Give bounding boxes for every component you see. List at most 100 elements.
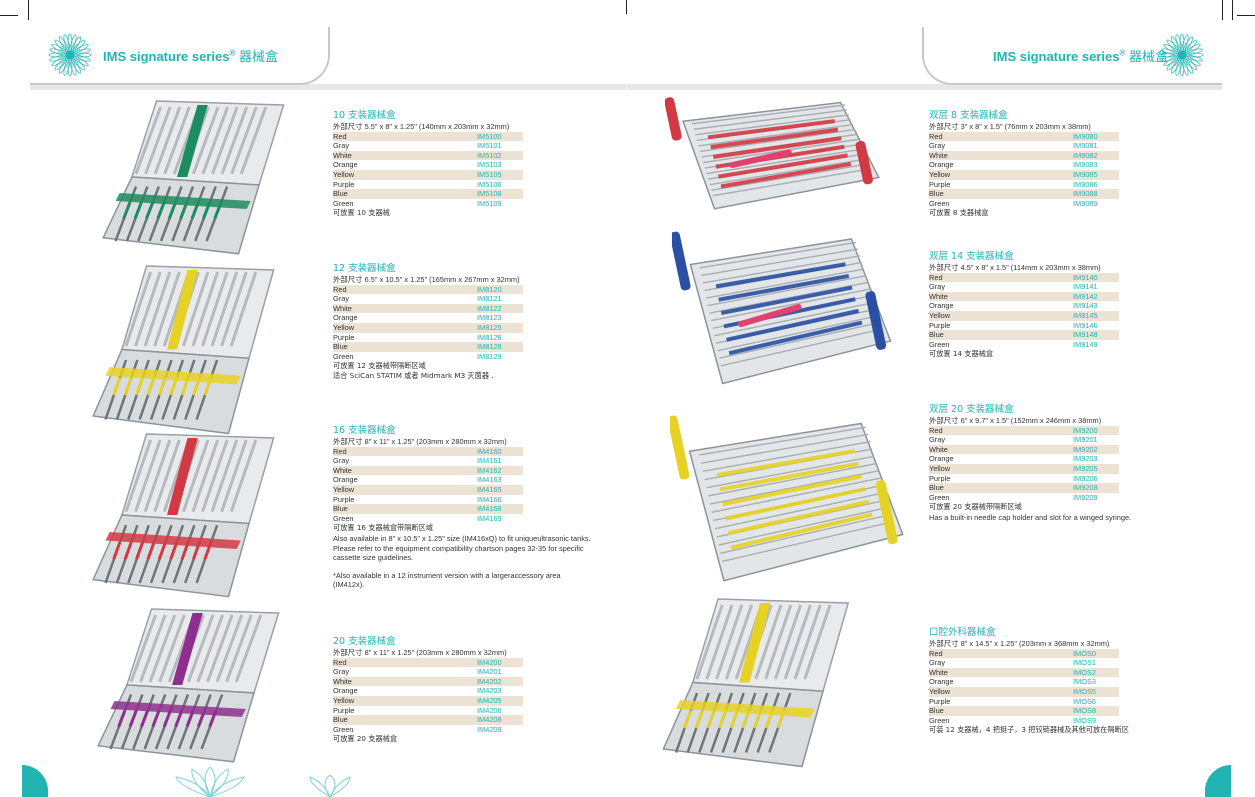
- brand-series: IMS signature series: [103, 49, 230, 64]
- color-name: White: [929, 444, 948, 454]
- product-block: 16 支装器械盒外部尺寸 8" x 11" x 1.25" (203mm x 2…: [333, 425, 591, 590]
- table-row: Green IM4169: [333, 514, 523, 524]
- color-name: Red: [929, 425, 943, 435]
- product-code: IM9089: [1073, 198, 1098, 208]
- color-name: Green: [929, 492, 950, 502]
- color-name: Yellow: [929, 169, 951, 179]
- product-code: IM9085: [1073, 169, 1098, 179]
- color-name: Yellow: [333, 322, 355, 332]
- product-paragraph: *Also available in a 12 instrument versi…: [333, 570, 561, 590]
- product-block: 12 支装器械盒外部尺寸 6.5" x 10.5" x 1.25" (165mm…: [333, 263, 523, 381]
- product-code: IM9081: [1073, 141, 1098, 151]
- table-row: Green IM9089: [929, 199, 1119, 209]
- color-name: Purple: [333, 705, 355, 715]
- product-code: IMOS1: [1073, 658, 1096, 668]
- table-row: Yellow IM8125: [333, 322, 523, 333]
- product-code: IM5100: [477, 131, 502, 141]
- color-name: Blue: [333, 189, 348, 199]
- color-name: Blue: [333, 715, 348, 725]
- product-code: IMOS3: [1073, 677, 1096, 687]
- product-code: IM4166: [477, 494, 502, 504]
- color-name: Red: [929, 272, 943, 282]
- product-block: 双层 14 支装器械盒外部尺寸 4.5" x 8" x 1.5" (114mm …: [929, 251, 1119, 359]
- color-name: Yellow: [929, 463, 951, 473]
- product-code: IM4160: [477, 446, 502, 456]
- double-14-blue-photo: [672, 231, 892, 385]
- product-title: 12 支装器械盒: [333, 263, 396, 274]
- product-note: 可放置 12 支器械带隔断区域: [333, 361, 426, 371]
- table-row: White IM8122: [333, 303, 523, 314]
- color-name: Yellow: [929, 686, 951, 696]
- table-row: Gray IM9141: [929, 282, 1119, 292]
- product-code: IM9143: [1073, 301, 1098, 311]
- product-code: IM9086: [1073, 179, 1098, 189]
- color-name: Green: [929, 715, 950, 725]
- product-dimensions: 外部尺寸 4.5" x 8" x 1.5" (114mm x 203mm x 3…: [929, 263, 1101, 272]
- product-code: IM5109: [477, 198, 502, 208]
- table-row: Yellow IMOS5: [929, 686, 1119, 697]
- product-code: IM9206: [1073, 473, 1098, 483]
- table-row: White IM9082: [929, 150, 1119, 161]
- table-row: Blue IM8128: [333, 342, 523, 352]
- color-name: White: [333, 465, 352, 475]
- color-name: Orange: [333, 313, 358, 323]
- cassette-12-yellow-photo: [92, 265, 275, 435]
- color-code-table: Red IM4200 Gray IM4201 White IM4202 Oran…: [333, 657, 523, 735]
- table-row: Green IM4209: [333, 725, 523, 735]
- table-row: Blue IMOS8: [929, 706, 1119, 716]
- product-code: IM9202: [1073, 444, 1098, 454]
- table-row: Orange IM4203: [333, 686, 523, 696]
- table-row: Gray IM9081: [929, 141, 1119, 151]
- color-name: Orange: [929, 454, 954, 464]
- color-name: Gray: [333, 141, 350, 151]
- color-code-table: Red IM4160 Gray IM4161 White IM4162 Oran…: [333, 446, 523, 524]
- table-row: Gray IM4161: [333, 456, 523, 466]
- product-code: IM9149: [1073, 339, 1098, 349]
- color-name: Purple: [333, 332, 355, 342]
- brand-title-right: IMS signature series® 器械盒: [993, 46, 1168, 65]
- product-title: 双层 8 支装器械盒: [929, 110, 1008, 121]
- table-row: Green IM9209: [929, 493, 1119, 503]
- product-block: 口腔外科器械盒外部尺寸 8" x 14.5" x 1.25" (203mm x …: [929, 627, 1129, 735]
- crop-mark: [1232, 0, 1233, 20]
- table-row: Blue IM5108: [333, 189, 523, 199]
- color-name: Blue: [929, 706, 944, 716]
- table-row: Red IM4200: [333, 657, 523, 668]
- color-name: Green: [929, 339, 950, 349]
- brand-series: IMS signature series: [993, 49, 1120, 64]
- brand-title-left: IMS signature series® 器械盒: [103, 46, 278, 65]
- table-row: White IM4202: [333, 676, 523, 687]
- table-row: Yellow IM5105: [333, 169, 523, 180]
- color-name: Purple: [929, 320, 951, 330]
- color-name: White: [333, 303, 352, 313]
- product-note: 可放置 20 支器械带隔断区域: [929, 502, 1022, 512]
- table-row: Orange IMOS3: [929, 677, 1119, 687]
- table-row: Orange IM9083: [929, 160, 1119, 170]
- table-row: Purple IM8126: [333, 333, 523, 343]
- color-name: Blue: [929, 330, 944, 340]
- color-name: Orange: [333, 686, 358, 696]
- product-code: IM4203: [477, 686, 502, 696]
- product-code: IM9200: [1073, 425, 1098, 435]
- table-row: Purple IM9146: [929, 321, 1119, 331]
- table-row: Gray IM5101: [333, 141, 523, 151]
- product-code: IM5102: [477, 150, 502, 160]
- product-code: IM9148: [1073, 330, 1098, 340]
- color-name: White: [333, 150, 352, 160]
- product-dimensions: 外部尺寸 6" x 9.7" x 1.5" (152mm x 246mm x 3…: [929, 416, 1102, 425]
- table-row: Gray IM9201: [929, 435, 1119, 445]
- table-row: Gray IM4201: [333, 667, 523, 677]
- crop-mark: [28, 0, 29, 20]
- product-paragraph: Has a built-in needle cap holder and slo…: [929, 512, 1132, 522]
- table-row: White IM9202: [929, 444, 1119, 455]
- color-name: Orange: [929, 301, 954, 311]
- color-name: Red: [333, 284, 347, 294]
- color-name: Gray: [333, 294, 350, 304]
- product-block: 双层 20 支装器械盒外部尺寸 6" x 9.7" x 1.5" (152mm …: [929, 404, 1187, 523]
- table-row: Blue IM9088: [929, 189, 1119, 199]
- table-row: Blue IM4208: [333, 715, 523, 725]
- product-code: IM5108: [477, 189, 502, 199]
- product-code: IM4209: [477, 724, 502, 734]
- table-row: Purple IM4206: [333, 706, 523, 716]
- table-row: Purple IM4166: [333, 495, 523, 505]
